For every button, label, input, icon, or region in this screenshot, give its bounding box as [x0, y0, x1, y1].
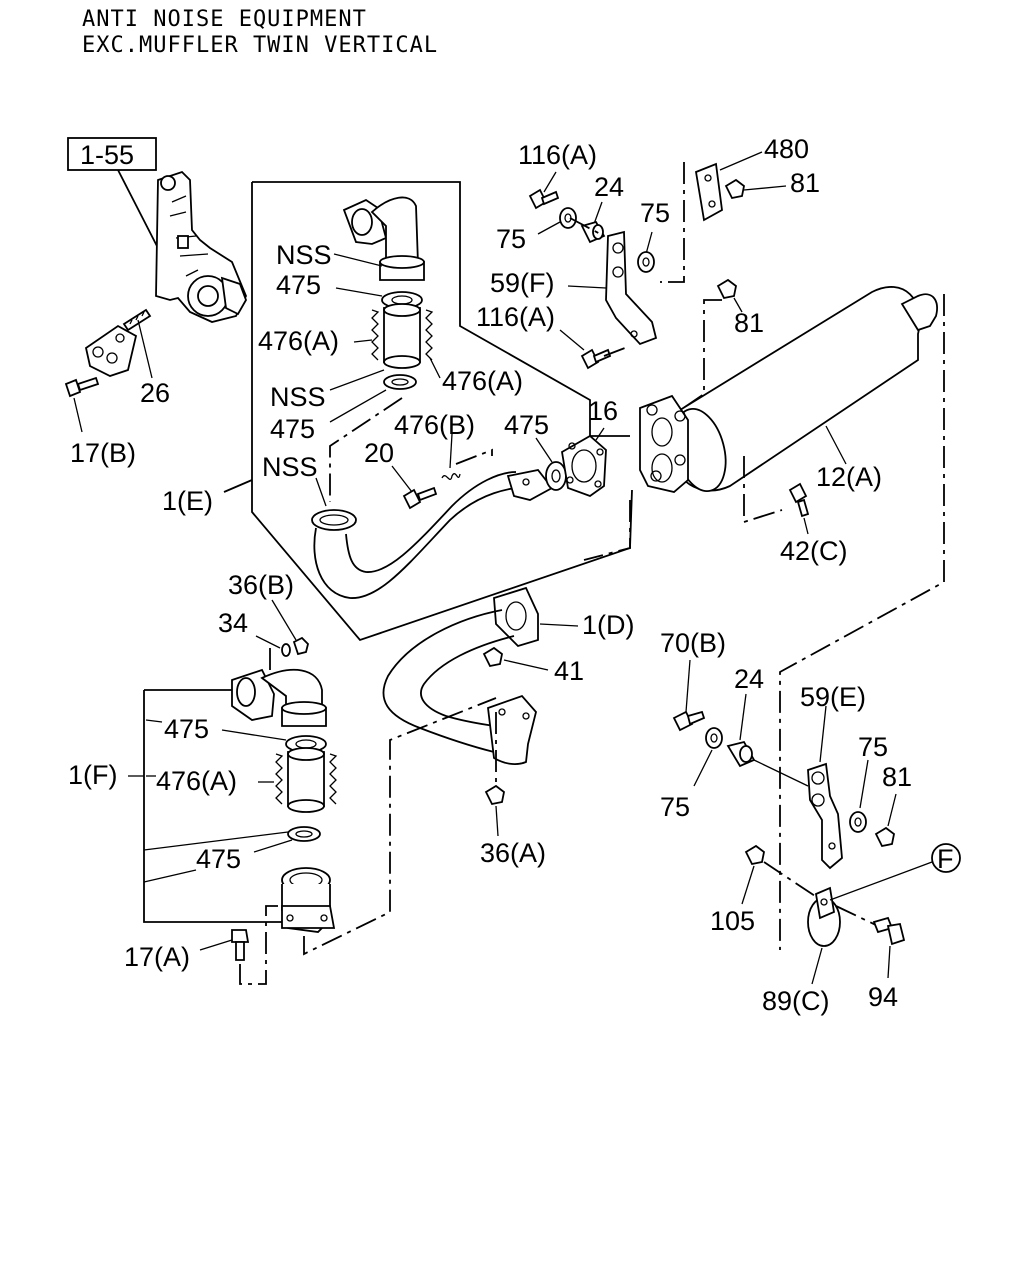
reference-box-1-55[interactable]: 1-55	[67, 137, 157, 171]
label-1d: 1(D)	[582, 610, 635, 640]
label-36b: 36(B)	[228, 570, 294, 600]
label-24-mid: 24	[734, 664, 764, 694]
label-17b: 17(B)	[70, 438, 136, 468]
bolt-17b	[64, 376, 100, 398]
label-1e: 1(E)	[162, 486, 213, 516]
clamp-89c	[807, 886, 841, 947]
plate-480	[694, 162, 723, 222]
group-frame-1e	[252, 181, 630, 437]
label-75-b: 75	[640, 198, 670, 228]
label-475-1: 475	[276, 270, 321, 300]
stud-bolt-26	[122, 308, 152, 332]
header-line-1: ANTI NOISE EQUIPMENT	[82, 7, 367, 32]
exhaust-elbow-flange	[342, 196, 425, 281]
label-41: 41	[554, 656, 584, 686]
bolt-42c	[788, 482, 810, 518]
label-105: 105	[710, 906, 755, 936]
label-12a: 12(A)	[816, 462, 882, 492]
label-17a: 17(A)	[124, 942, 190, 972]
label-75-d: 75	[858, 732, 888, 762]
label-20: 20	[364, 438, 394, 468]
exhaust-brake-assembly	[155, 170, 247, 323]
label-476a-2: 476(A)	[442, 366, 523, 396]
label-26: 26	[140, 378, 170, 408]
nut-41	[482, 646, 503, 668]
bolt-17a	[231, 929, 250, 961]
label-70b: 70(B)	[660, 628, 726, 658]
nut-105	[744, 844, 765, 866]
label-116a-top: 116(A)	[518, 140, 597, 170]
elbow-flange-1f	[231, 668, 327, 727]
label-nss-1: NSS	[276, 240, 332, 270]
label-81-top: 81	[790, 168, 820, 198]
label-75-c: 75	[660, 792, 690, 822]
bracket-59e	[807, 762, 843, 870]
label-475-5: 475	[196, 844, 241, 874]
nut-81-bottom	[874, 826, 895, 848]
muffler-12a	[639, 286, 938, 493]
group-frame-1f	[143, 689, 290, 923]
label-476b: 476(B)	[394, 410, 475, 440]
label-59e: 59(E)	[800, 682, 866, 712]
label-16: 16	[588, 396, 618, 426]
nut-36b	[292, 636, 309, 656]
bolt-94	[872, 916, 906, 946]
label-nss-3: NSS	[262, 452, 318, 482]
label-81-bottom: 81	[882, 762, 912, 792]
bolt-116a-mid	[580, 348, 612, 370]
label-75-a: 75	[496, 224, 526, 254]
label-36a: 36(A)	[480, 838, 546, 868]
bellows-476a-upper	[371, 303, 434, 369]
bellows-476a-lower	[275, 747, 338, 813]
washer-75-d	[849, 811, 867, 833]
svg-text:1-55: 1-55	[80, 140, 134, 170]
nut-81-top	[724, 178, 745, 200]
label-42c: 42(C)	[780, 536, 848, 566]
label-475-4: 475	[164, 714, 209, 744]
nut-36a	[484, 784, 505, 806]
label-24-top: 24	[594, 172, 624, 202]
bracket-59f	[605, 230, 658, 346]
spring-476b	[441, 473, 461, 481]
header-line-2: EXC.MUFFLER TWIN VERTICAL	[82, 33, 438, 58]
flange-gasket-left	[84, 324, 138, 377]
nut-81-mid	[716, 278, 737, 300]
collar-24-mid	[726, 740, 756, 768]
label-81-mid: 81	[734, 308, 764, 338]
label-1f: 1(F)	[68, 760, 118, 790]
collar-24-top	[580, 220, 606, 244]
outlet-flange-1f	[281, 867, 336, 933]
label-116a-mid: 116(A)	[476, 302, 555, 332]
label-34: 34	[218, 608, 248, 638]
label-59f: 59(F)	[490, 268, 555, 298]
washer-75-c	[705, 727, 723, 749]
washer-75-b	[637, 251, 655, 273]
label-89c: 89(C)	[762, 986, 830, 1016]
ring-475-lower-2	[287, 826, 321, 842]
ring-475-right	[545, 461, 567, 491]
label-476a-1: 476(A)	[258, 326, 339, 356]
bolt-116a-top	[528, 188, 560, 210]
ring-475-middle	[383, 374, 417, 390]
label-480: 480	[764, 134, 809, 164]
label-475-2: 475	[270, 414, 315, 444]
label-476a-3: 476(A)	[156, 766, 237, 796]
bolt-70b	[672, 710, 706, 732]
bolt-20	[402, 486, 438, 510]
bend-pipe-1e	[311, 469, 554, 599]
svg-text:F: F	[937, 844, 954, 874]
bend-pipe-1d	[382, 586, 539, 765]
washer-34	[281, 643, 291, 657]
flange-16	[561, 434, 607, 498]
label-94: 94	[868, 982, 898, 1012]
label-475-3: 475	[504, 410, 549, 440]
label-nss-2: NSS	[270, 382, 326, 412]
reference-circle-f[interactable]: F	[931, 843, 961, 874]
washer-75-a	[559, 207, 577, 229]
